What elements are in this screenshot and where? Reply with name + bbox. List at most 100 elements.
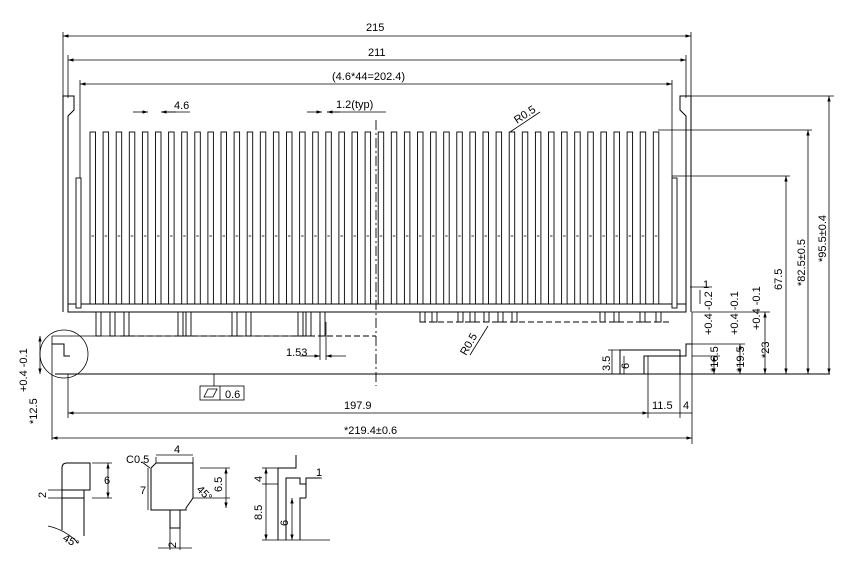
fin	[548, 131, 555, 305]
fin	[220, 131, 227, 305]
fin-array	[89, 131, 660, 305]
detail1-angle: 45°	[61, 532, 81, 551]
dim-height-23: *23	[760, 341, 772, 358]
dim-height-82: *82.5±0.5	[796, 239, 808, 286]
detail1-height: 6	[104, 475, 110, 487]
fin	[390, 131, 398, 305]
dim-radius-top: R0.5	[512, 104, 538, 127]
fin	[482, 131, 489, 305]
fin	[89, 131, 96, 305]
dim-fin-span: (4.6*44=202.4)	[332, 71, 405, 83]
dim-slot-width: 11.5	[652, 400, 673, 412]
dim-fin-gap-right: 1	[703, 279, 709, 291]
fin	[141, 131, 149, 305]
fin	[115, 131, 123, 305]
fin	[652, 131, 660, 305]
dim-height-16: *16.5	[709, 346, 721, 372]
fin	[102, 131, 110, 305]
detail2-angle: 45°	[194, 484, 214, 504]
dim-fin-pitch: 4.6	[174, 100, 189, 112]
fin	[299, 131, 306, 305]
fin	[286, 131, 293, 305]
detail2-h1: 7	[140, 485, 146, 497]
fin	[521, 131, 529, 305]
detail-rail-end: 6 2 45°	[37, 462, 112, 551]
fin	[417, 131, 424, 305]
rail	[185, 311, 192, 337]
fin	[613, 131, 620, 305]
rail	[319, 311, 326, 337]
fin	[377, 131, 385, 305]
fin	[233, 131, 241, 305]
detail3-h2: 6	[279, 520, 291, 526]
rail	[297, 311, 304, 337]
rail	[639, 311, 646, 323]
dim-slot-edge: 4	[683, 400, 689, 412]
rail	[305, 311, 312, 337]
fin	[534, 131, 542, 305]
dim-tab-height: 3.5	[601, 356, 613, 371]
bottom-rails	[95, 311, 662, 337]
rail	[231, 311, 238, 337]
dim-height-16-tol: +0.4 -0.2	[703, 291, 715, 335]
fin	[364, 131, 372, 305]
fin	[626, 131, 634, 305]
fin	[600, 131, 607, 305]
rail	[419, 311, 426, 323]
rail	[483, 311, 490, 323]
detail3-h1: 8.5	[253, 505, 265, 520]
fin	[574, 131, 581, 305]
rail	[431, 311, 438, 323]
dim-rail-span: 197.9	[344, 400, 372, 412]
dim-total-length: *219.4±0.6	[344, 425, 397, 437]
dim-height-19: *19.5	[735, 346, 747, 372]
fin	[259, 131, 267, 305]
detail-fin-root: 4 C0.5 7 45° 6.5 2	[126, 444, 230, 550]
rail	[245, 311, 252, 337]
rail	[469, 311, 476, 323]
fin	[430, 131, 437, 305]
fin	[168, 131, 175, 305]
fin	[561, 131, 568, 305]
fin	[325, 131, 332, 305]
rail	[177, 311, 184, 337]
fin	[456, 131, 463, 305]
rail	[123, 311, 130, 337]
detail3-top: 4	[253, 476, 265, 482]
fin	[246, 131, 254, 305]
detail2-top: 4	[174, 444, 180, 456]
dim-height-19-tol: +0.4 -0.1	[729, 291, 741, 335]
fin	[312, 131, 319, 305]
rail	[599, 311, 606, 323]
dim-inner-width: 211	[368, 47, 386, 59]
dim-base-height: *12.5	[28, 398, 40, 424]
detail2-stem: 2	[167, 542, 179, 548]
detail3-gap: 1	[316, 467, 322, 479]
fin	[128, 131, 136, 305]
detail-slot: 8.5 4 6 1	[253, 455, 330, 541]
rail	[457, 311, 464, 323]
fin	[155, 131, 162, 305]
dim-gap: 1.53	[286, 347, 307, 359]
fin	[194, 131, 201, 305]
main-profile: 215 211 (4.6*44=202.4) 4.6 1.2(typ) R0.5	[18, 22, 834, 444]
fin	[181, 131, 188, 305]
dim-fin-thickness: 1.2(typ)	[336, 99, 373, 111]
fin	[469, 131, 476, 305]
dim-height-95: *95.5±0.4	[817, 215, 829, 262]
fin	[403, 131, 411, 305]
rail	[613, 311, 620, 323]
dim-tab-inset: 6	[620, 363, 632, 369]
fin	[495, 131, 503, 305]
detail1-width: 2	[37, 492, 49, 498]
dim-height-67: 67.5	[773, 269, 785, 290]
fin	[508, 131, 516, 305]
fin	[443, 131, 450, 305]
rail	[109, 311, 116, 337]
detail2-chamfer: C0.5	[126, 454, 149, 466]
fin	[639, 131, 647, 305]
rail	[497, 311, 504, 323]
dim-flatness: 0.6	[225, 389, 240, 401]
fin	[207, 131, 214, 305]
